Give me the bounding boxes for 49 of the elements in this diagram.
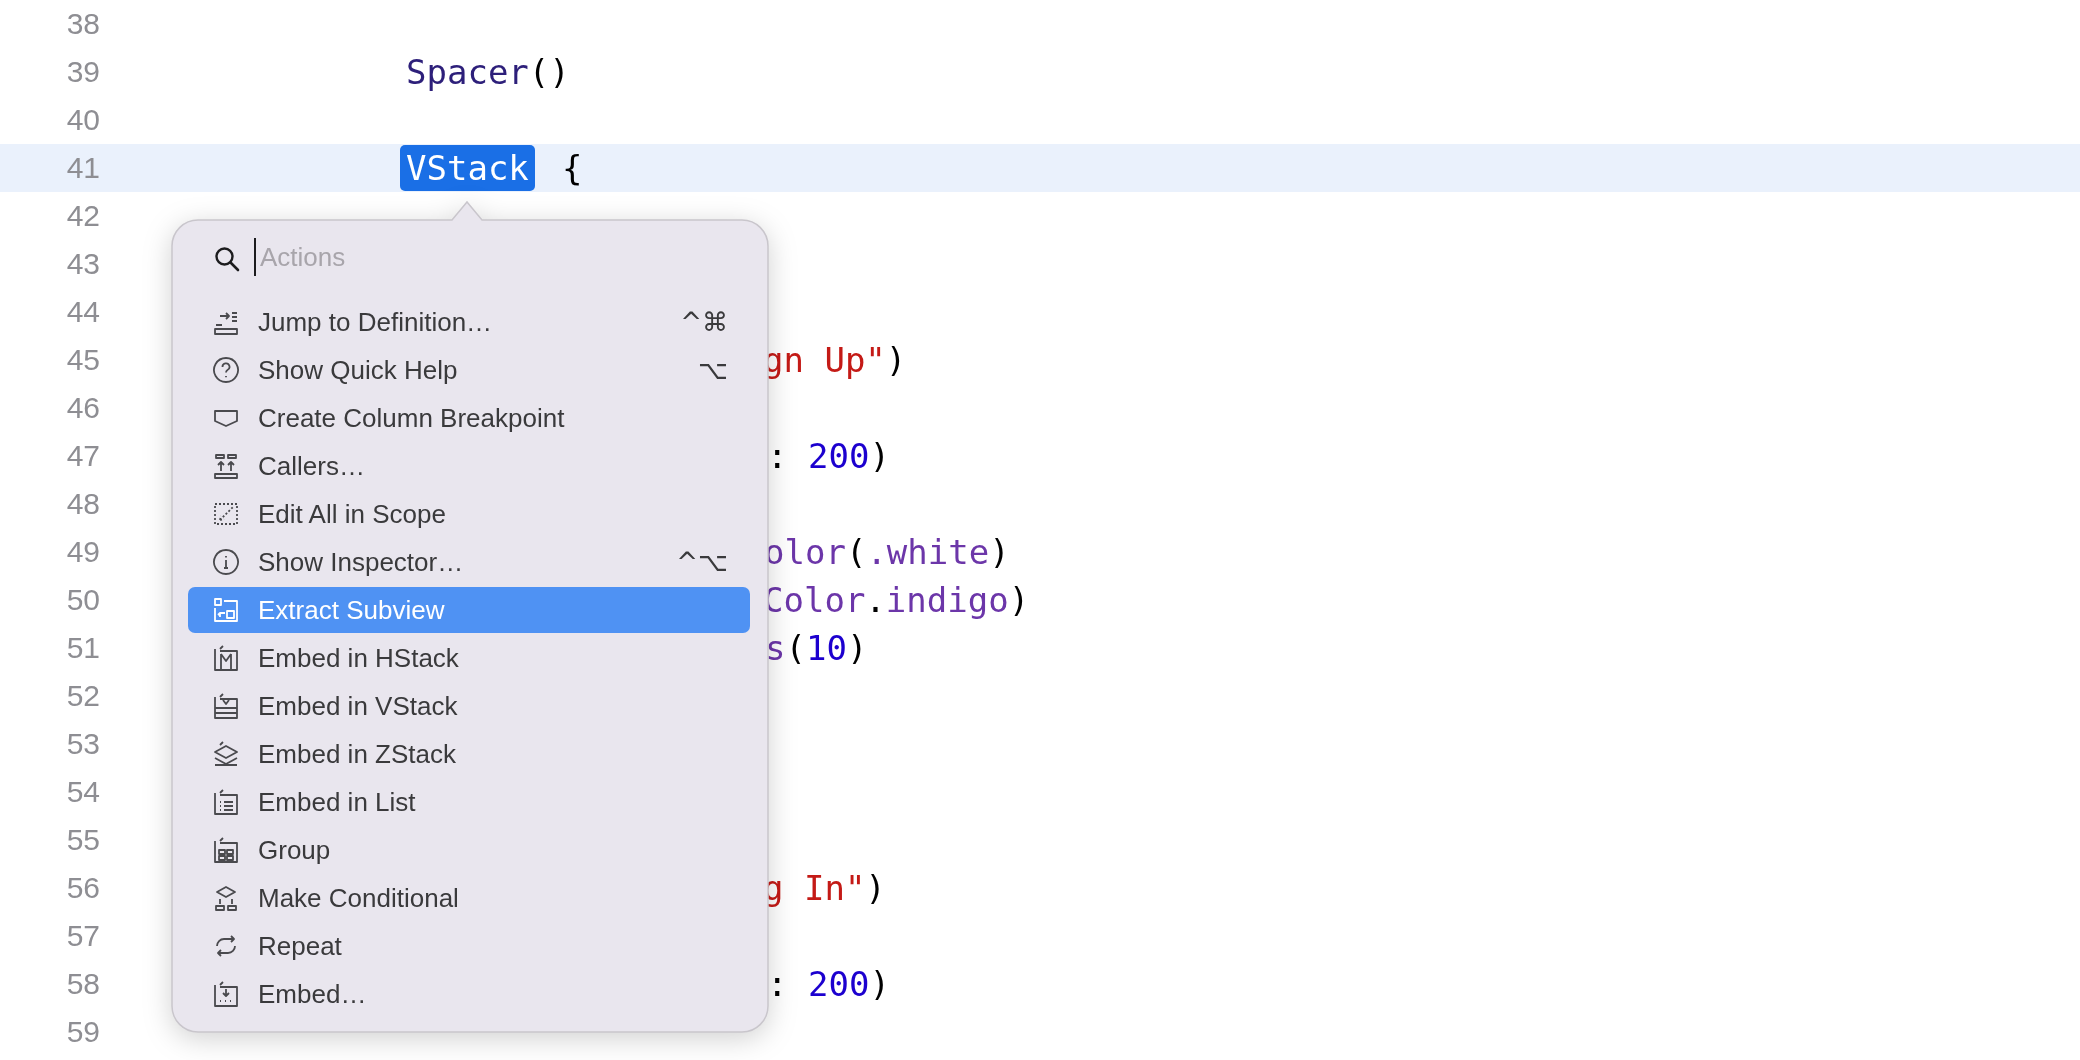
line-number: 58 xyxy=(65,966,100,1002)
line-number: 52 xyxy=(65,678,100,714)
line-number: 57 xyxy=(65,918,100,954)
keyboard-shortcut: ^⌥ xyxy=(676,547,728,577)
keyboard-shortcut: ^⌘ xyxy=(680,307,728,337)
line-number: 39 xyxy=(65,54,100,90)
line-number: 49 xyxy=(65,534,100,570)
line-number: 51 xyxy=(65,630,100,666)
menu-item-label: Repeat xyxy=(258,930,343,962)
line-number: 40 xyxy=(65,102,100,138)
menu-item-label: Edit All in Scope xyxy=(258,498,447,530)
line-number: 50 xyxy=(65,582,100,618)
code-text: : 200) xyxy=(767,435,890,478)
line-number: 54 xyxy=(65,774,100,810)
line-number: 56 xyxy=(65,870,100,906)
menu-item-label: Show Inspector… xyxy=(258,546,465,578)
line-number: 42 xyxy=(65,198,100,234)
code-text: : 200) xyxy=(767,963,890,1006)
menu-item-label: Group xyxy=(258,834,332,866)
menu-item-label: Embed in VStack xyxy=(258,690,459,722)
menu-item-label: Embed in ZStack xyxy=(258,738,457,770)
search-field: Actions xyxy=(254,238,346,276)
line-number: 48 xyxy=(65,486,100,522)
line-number: 46 xyxy=(65,390,100,426)
line-number: 47 xyxy=(65,438,100,474)
menu-item-label: Callers… xyxy=(258,450,366,482)
line-number: 55 xyxy=(65,822,100,858)
highlighted-menu-item xyxy=(188,587,750,633)
line-number: 41 xyxy=(65,150,100,186)
code-text: Spacer() xyxy=(406,51,570,94)
line-number: 44 xyxy=(65,294,100,330)
code-text: { xyxy=(562,147,583,190)
line-number: 59 xyxy=(65,1014,100,1050)
code-text: s(10) xyxy=(765,627,868,670)
menu-item-label: Create Column Breakpoint xyxy=(258,402,566,434)
keyboard-shortcut: ⌥ xyxy=(698,355,728,385)
line-number: 43 xyxy=(65,246,100,282)
menu-item-label: Jump to Definition… xyxy=(258,306,494,338)
line-number: 45 xyxy=(65,342,100,378)
code-text: olor(.white) xyxy=(764,531,1010,574)
line-number: 53 xyxy=(65,726,100,762)
line-number: 38 xyxy=(65,6,100,42)
menu-item-label: Extract Subview xyxy=(258,594,446,626)
menu-item-label: Show Quick Help xyxy=(258,354,459,386)
selected-code-token: VStack xyxy=(400,145,535,191)
menu-item-label: Embed… xyxy=(258,978,368,1010)
menu-item-label: Embed in HStack xyxy=(258,642,460,674)
menu-item-label: Embed in List xyxy=(258,786,417,818)
menu-item-label: Make Conditional xyxy=(258,882,460,914)
